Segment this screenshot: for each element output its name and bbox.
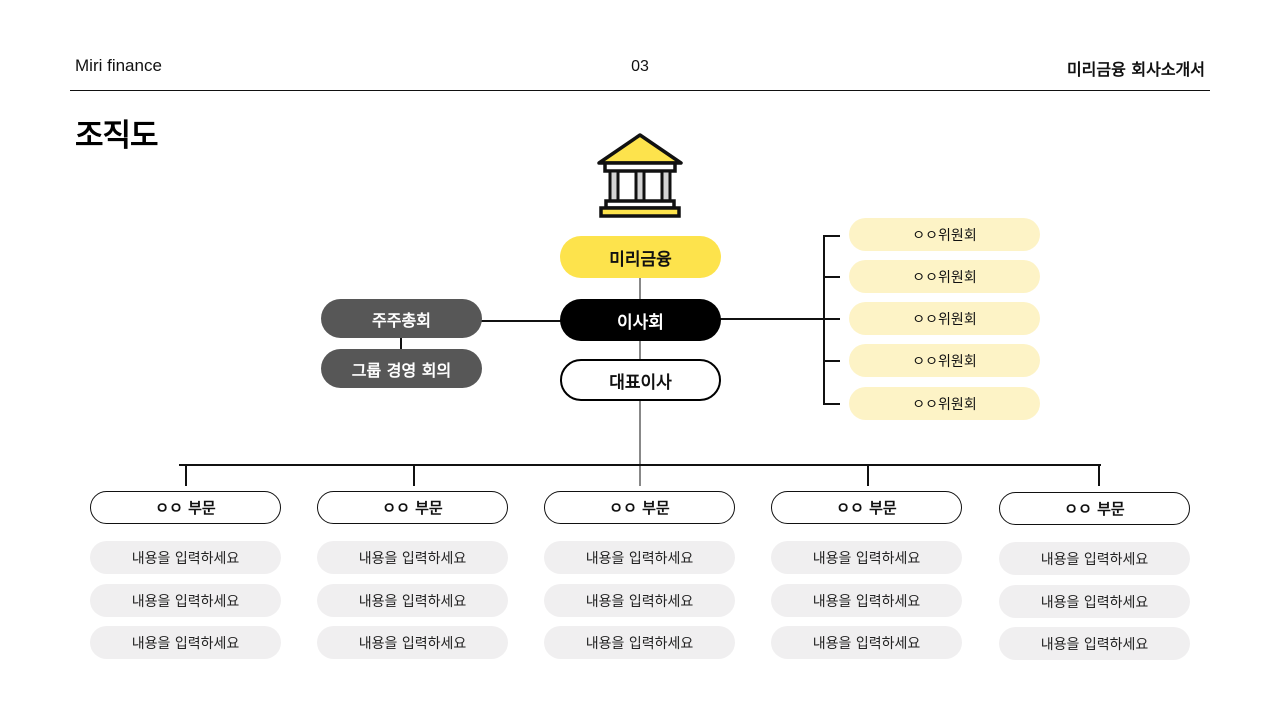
division-header[interactable]: ㅇㅇ 부문 [999,492,1190,525]
committee-node[interactable]: ㅇㅇ위원회 [849,260,1040,293]
committee-node[interactable]: ㅇㅇ위원회 [849,344,1040,377]
division-item[interactable]: 내용을 입력하세요 [544,541,735,574]
division-item[interactable]: 내용을 입력하세요 [317,626,508,659]
division-item[interactable]: 내용을 입력하세요 [90,626,281,659]
division-drop-4 [867,464,869,486]
division-drop-1 [185,464,187,486]
division-item[interactable]: 내용을 입력하세요 [771,541,962,574]
committee-tick-4 [823,360,840,362]
header-divider [70,90,1210,91]
connector-board-assembly [481,320,561,322]
shareholders-meeting-node[interactable]: 주주총회 [321,299,482,338]
committee-tick-1 [823,235,840,237]
division-header[interactable]: ㅇㅇ 부문 [90,491,281,524]
page-number: 03 [631,58,649,75]
board-node[interactable]: 이사회 [560,299,721,341]
division-item[interactable]: 내용을 입력하세요 [317,541,508,574]
committee-bracket [823,235,825,404]
bank-building-icon [597,133,683,218]
division-item[interactable]: 내용을 입력하세요 [999,627,1190,660]
committee-tick-5 [823,403,840,405]
committee-node[interactable]: ㅇㅇ위원회 [849,302,1040,335]
committee-node[interactable]: ㅇㅇ위원회 [849,218,1040,251]
division-item[interactable]: 내용을 입력하세요 [999,542,1190,575]
division-item[interactable]: 내용을 입력하세요 [771,626,962,659]
connector-ceo-divisions [639,400,641,486]
division-header[interactable]: ㅇㅇ 부문 [544,491,735,524]
group-management-meeting-node[interactable]: 그룹 경영 회의 [321,349,482,388]
connector-company-board [639,276,641,300]
division-bus-line [179,464,1101,466]
division-item[interactable]: 내용을 입력하세요 [90,541,281,574]
committee-tick-2 [823,276,840,278]
division-item[interactable]: 내용을 입력하세요 [771,584,962,617]
division-item[interactable]: 내용을 입력하세요 [544,626,735,659]
division-drop-5 [1098,464,1100,486]
division-item[interactable]: 내용을 입력하세요 [90,584,281,617]
division-item[interactable]: 내용을 입력하세요 [999,585,1190,618]
company-node[interactable]: 미리금융 [560,236,721,278]
division-item[interactable]: 내용을 입력하세요 [317,584,508,617]
page-title: 조직도 [75,118,159,154]
division-header[interactable]: ㅇㅇ 부문 [771,491,962,524]
division-header[interactable]: ㅇㅇ 부문 [317,491,508,524]
connector-board-ceo [639,340,641,360]
division-item[interactable]: 내용을 입력하세요 [544,584,735,617]
brand-name: Miri finance [75,56,162,75]
committee-node[interactable]: ㅇㅇ위원회 [849,387,1040,420]
document-title: 미리금융 회사소개서 [1066,60,1205,79]
committee-tick-3 [823,318,840,320]
connector-assembly-group [400,337,402,350]
division-drop-2 [413,464,415,486]
connector-board-committees [720,318,823,320]
ceo-node[interactable]: 대표이사 [560,359,721,401]
